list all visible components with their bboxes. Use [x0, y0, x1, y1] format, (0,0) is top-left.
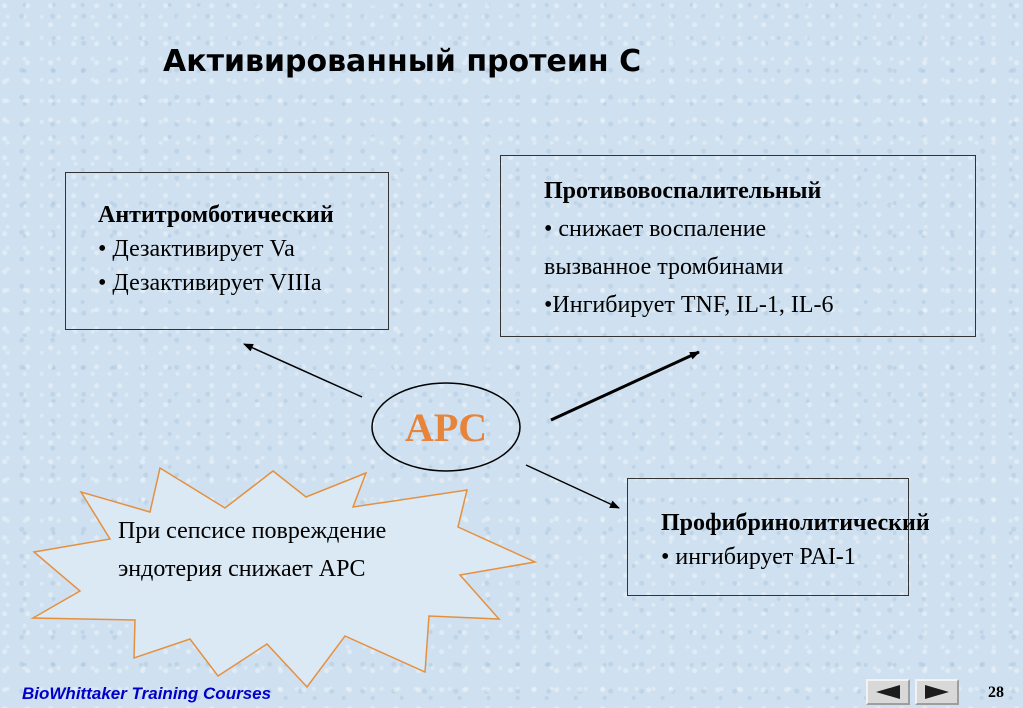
apc-ellipse	[371, 382, 521, 472]
footer-course-name: BioWhittaker Training Courses	[22, 684, 272, 703]
anti-inflammatory-text: Противовоспалительный • снижает воспален…	[544, 172, 834, 324]
profibrinolytic-box	[627, 478, 909, 596]
page-number: 28	[988, 684, 1004, 701]
previous-slide-button[interactable]	[866, 679, 910, 705]
anti-inflammatory-heading: Противовоспалительный	[544, 178, 822, 204]
sepsis-note-line: эндотерия снижает APC	[118, 556, 366, 582]
antithrombotic-item: • Дезактивирует VIIIa	[98, 270, 322, 296]
slide-title: Активированный протеин С	[163, 44, 642, 79]
next-slide-button[interactable]	[915, 679, 959, 705]
sepsis-note: При сепсисе повреждение эндотерия снижае…	[118, 512, 386, 588]
anti-inflammatory-line: вызванное тромбинами	[544, 254, 784, 280]
antithrombotic-box	[65, 172, 389, 330]
antithrombotic-item: • Дезактивирует Va	[98, 236, 295, 262]
antithrombotic-heading: Антитромботический	[98, 202, 334, 228]
arrow-to-antiinflammatory	[550, 350, 700, 422]
anti-inflammatory-line: • снижает воспаление	[544, 216, 767, 242]
triangle-left-icon	[876, 685, 900, 699]
arrow-to-profibrinolytic	[525, 464, 620, 509]
arrow-to-antithrombotic	[243, 343, 363, 398]
profibrinolytic-heading: Профибринолитический	[661, 510, 930, 536]
anti-inflammatory-box	[500, 155, 976, 337]
sepsis-starburst	[30, 466, 538, 689]
apc-label: APC	[404, 404, 488, 450]
sepsis-note-line: При сепсисе повреждение	[118, 518, 387, 544]
antithrombotic-text: Антитромботический • Дезактивирует Va • …	[98, 198, 334, 300]
triangle-right-icon	[925, 685, 949, 699]
anti-inflammatory-line: •Ингибирует TNF, IL-1, IL-6	[544, 292, 834, 318]
profibrinolytic-text: Профибринолитический • ингибирует PAI-1	[661, 506, 930, 574]
profibrinolytic-item: • ингибирует PAI-1	[661, 544, 856, 570]
